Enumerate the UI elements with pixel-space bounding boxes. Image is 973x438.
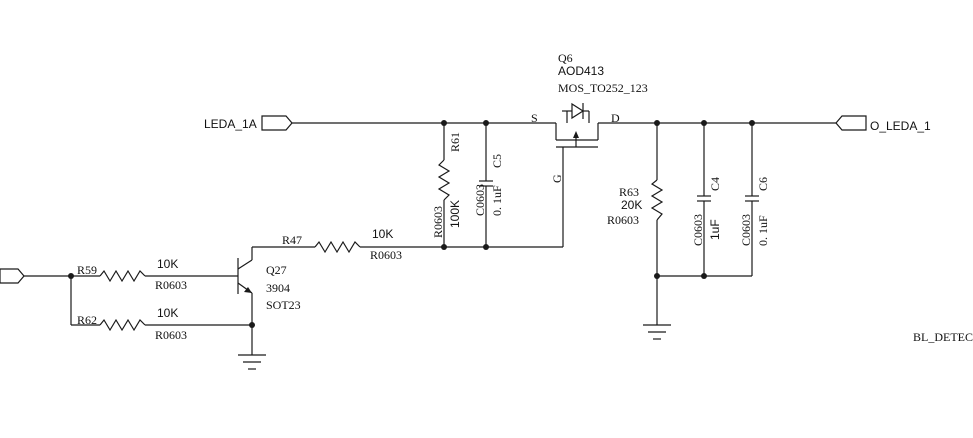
q6-package: MOS_TO252_123 (558, 81, 648, 95)
r63-value: 20K (621, 198, 642, 212)
r59-ref: R59 (77, 263, 97, 277)
q6-part: AOD413 (558, 64, 604, 78)
r62-value: 10K (157, 306, 178, 320)
c6-package: C0603 (739, 214, 753, 246)
r63-package: R0603 (607, 213, 639, 227)
r61-ref: R61 (448, 132, 462, 152)
c4-capacitor (697, 123, 711, 276)
junction-c4-bottom (701, 273, 707, 279)
q27-ref: Q27 (266, 263, 287, 277)
r62-ref: R62 (77, 313, 97, 327)
r47-ref: R47 (282, 233, 302, 247)
q6-pin-d: D (611, 111, 620, 125)
ground-symbol-left (238, 354, 266, 370)
ground-symbol-right (643, 324, 671, 340)
leda-1a-label: LEDA_1A (204, 117, 257, 131)
c6-value: 0. 1uF (756, 215, 770, 246)
c6-capacitor (745, 123, 759, 276)
r59-package: R0603 (155, 278, 187, 292)
c4-ref: C4 (708, 177, 722, 191)
r47-package: R0603 (370, 248, 402, 262)
junction-emitter (249, 322, 255, 328)
r61-resistor (437, 123, 451, 247)
junction-r61-bottom (441, 244, 447, 250)
c5-package: C0603 (473, 184, 487, 216)
q6-mosfet (555, 102, 599, 247)
q6-pin-s: S (531, 111, 538, 125)
c5-capacitor (479, 123, 493, 247)
left-input-port (0, 268, 25, 284)
c6-ref: C6 (756, 177, 770, 191)
r47-resistor (252, 240, 392, 254)
r63-ref: R63 (619, 185, 639, 199)
o-leda-1-port (835, 115, 867, 131)
junction-c5-bottom (483, 244, 489, 250)
r61-value: 100K (448, 200, 462, 228)
c4-value: 1uF (708, 219, 722, 240)
q27-package: SOT23 (266, 298, 301, 312)
r62-package: R0603 (155, 328, 187, 342)
r61-package: R0603 (431, 206, 445, 238)
r59-resistor (99, 269, 238, 283)
junction-r63-bottom (654, 273, 660, 279)
o-leda-1-label: O_LEDA_1 (870, 119, 931, 133)
r63-resistor (650, 123, 664, 325)
r62-resistor (71, 318, 252, 332)
leda-1a-port (261, 115, 293, 131)
r59-value: 10K (157, 257, 178, 271)
q6-ref: Q6 (558, 51, 573, 65)
q27-transistor (237, 247, 253, 355)
c4-package: C0603 (691, 214, 705, 246)
r47-value: 10K (372, 227, 393, 241)
q27-part: 3904 (266, 281, 290, 295)
c5-ref: C5 (490, 154, 504, 168)
bl-detect-net-label: BL_DETEC (913, 330, 973, 344)
q6-pin-g: G (550, 174, 564, 183)
c5-value: 0. 1uF (490, 185, 504, 216)
